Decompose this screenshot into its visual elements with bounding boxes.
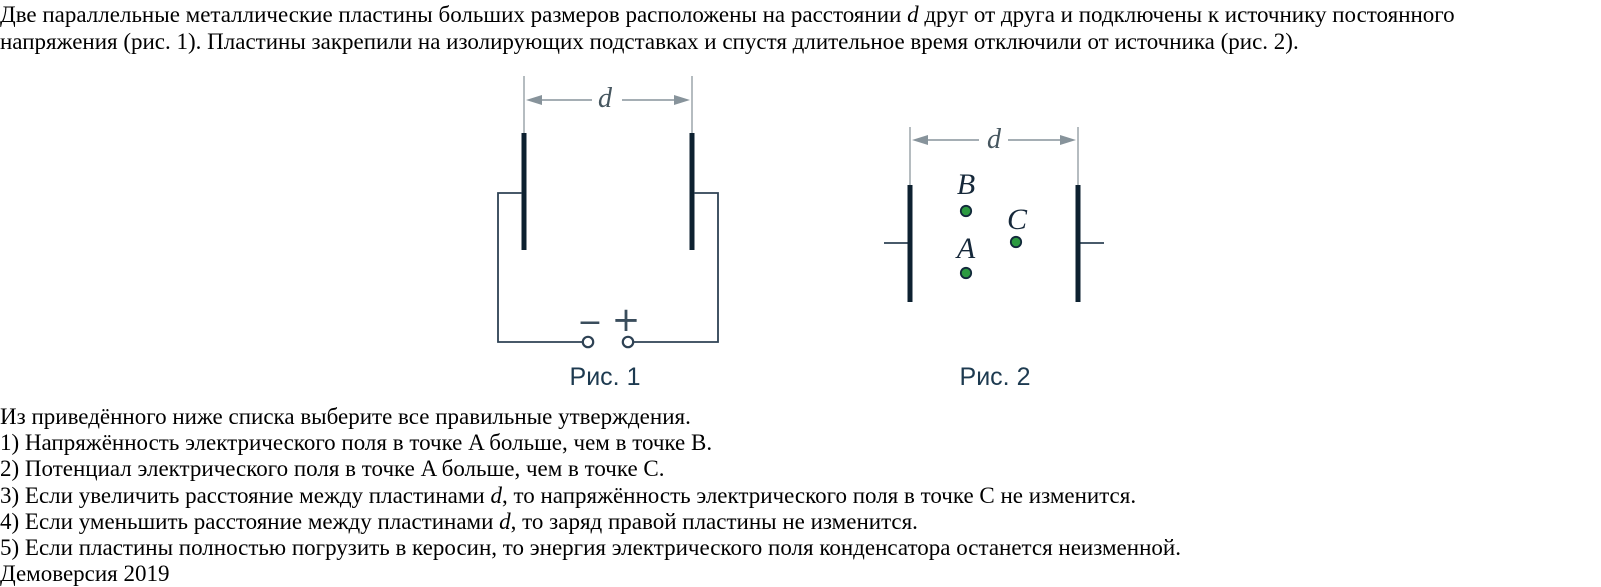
statement-3-var: d	[490, 482, 502, 508]
intro-line-1-pre: Две параллельные металлические пластины …	[0, 2, 908, 27]
source-footer-text: Демоверсия 2019	[0, 561, 170, 587]
point-C-label: C	[1006, 203, 1027, 236]
source-footer: Демоверсия 2019	[0, 561, 1181, 587]
intro-line-2: напряжения (рис. 1). Пластины закрепили …	[0, 28, 1455, 55]
arrowhead-left-icon	[526, 95, 542, 105]
statement-3-post: , то напряжённость электрического поля в…	[501, 482, 1137, 508]
statement-1-text: 1) Напряжённость электрического поля в т…	[0, 430, 713, 456]
statement-2-text: 2) Потенциал электрического поля в точке…	[0, 456, 665, 482]
statement-5-text: 5) Если пластины полностью погрузить в к…	[0, 535, 1181, 561]
statement-item-4: 4) Если уменьшить расстояние между пласт…	[0, 509, 1181, 535]
point-B-dot	[959, 204, 973, 218]
plus-sign-label: +	[611, 300, 641, 340]
figure-1-distance-label: d	[598, 83, 612, 114]
statement-3-text: 3) Если увеличить расстояние между пласт…	[0, 482, 491, 508]
point-A-label: A	[956, 232, 976, 265]
question-prompt-text: Из приведённого ниже списка выберите все…	[0, 404, 691, 429]
point-C-dot	[1009, 235, 1023, 249]
statement-4-post: , то заряд правой пластины не изменится.	[510, 508, 918, 534]
arrowhead-right-icon	[1060, 135, 1076, 145]
arrowhead-left-icon	[912, 135, 928, 145]
intro-line-1: Две параллельные металлические пластины …	[0, 1, 1455, 28]
figure-2: d B A C Рис. 2	[860, 100, 1130, 400]
right-circuit-wire	[633, 192, 719, 343]
problem-statement: Две параллельные металлические пластины …	[0, 1, 1455, 55]
intro-line-2-text: напряжения (рис. 1). Пластины закрепили …	[0, 29, 1299, 54]
distance-variable: d	[907, 2, 919, 27]
plus-terminal	[621, 335, 635, 349]
point-A-dot	[959, 266, 973, 280]
statement-4-var: d	[499, 508, 511, 534]
question-prompt: Из приведённого ниже списка выберите все…	[0, 404, 1181, 430]
statement-item-1: 1) Напряжённость электрического поля в т…	[0, 430, 1181, 456]
intro-line-1-post: друг от друга и подключены к источнику п…	[918, 2, 1455, 27]
figure-1: d − + Рис. 1	[470, 70, 740, 400]
left-circuit-wire	[497, 192, 583, 343]
figure-1-drawing	[497, 76, 719, 349]
minus-terminal	[581, 335, 595, 349]
statement-item-5: 5) Если пластины полностью погрузить в к…	[0, 535, 1181, 561]
statement-4-text: 4) Если уменьшить расстояние между пласт…	[0, 508, 500, 534]
figure-2-distance-label: d	[987, 124, 1001, 155]
point-B-label: B	[956, 168, 976, 201]
question-block: Из приведённого ниже списка выберите все…	[0, 404, 1181, 587]
figure-1-caption: Рис. 1	[569, 363, 641, 391]
statement-item-2: 2) Потенциал электрического поля в точке…	[0, 456, 1181, 482]
statement-item-3: 3) Если увеличить расстояние между пласт…	[0, 483, 1181, 509]
minus-sign-label: −	[577, 305, 603, 340]
figure-2-drawing	[884, 127, 1104, 302]
figure-2-caption: Рис. 2	[959, 363, 1031, 391]
arrowhead-right-icon	[674, 95, 690, 105]
